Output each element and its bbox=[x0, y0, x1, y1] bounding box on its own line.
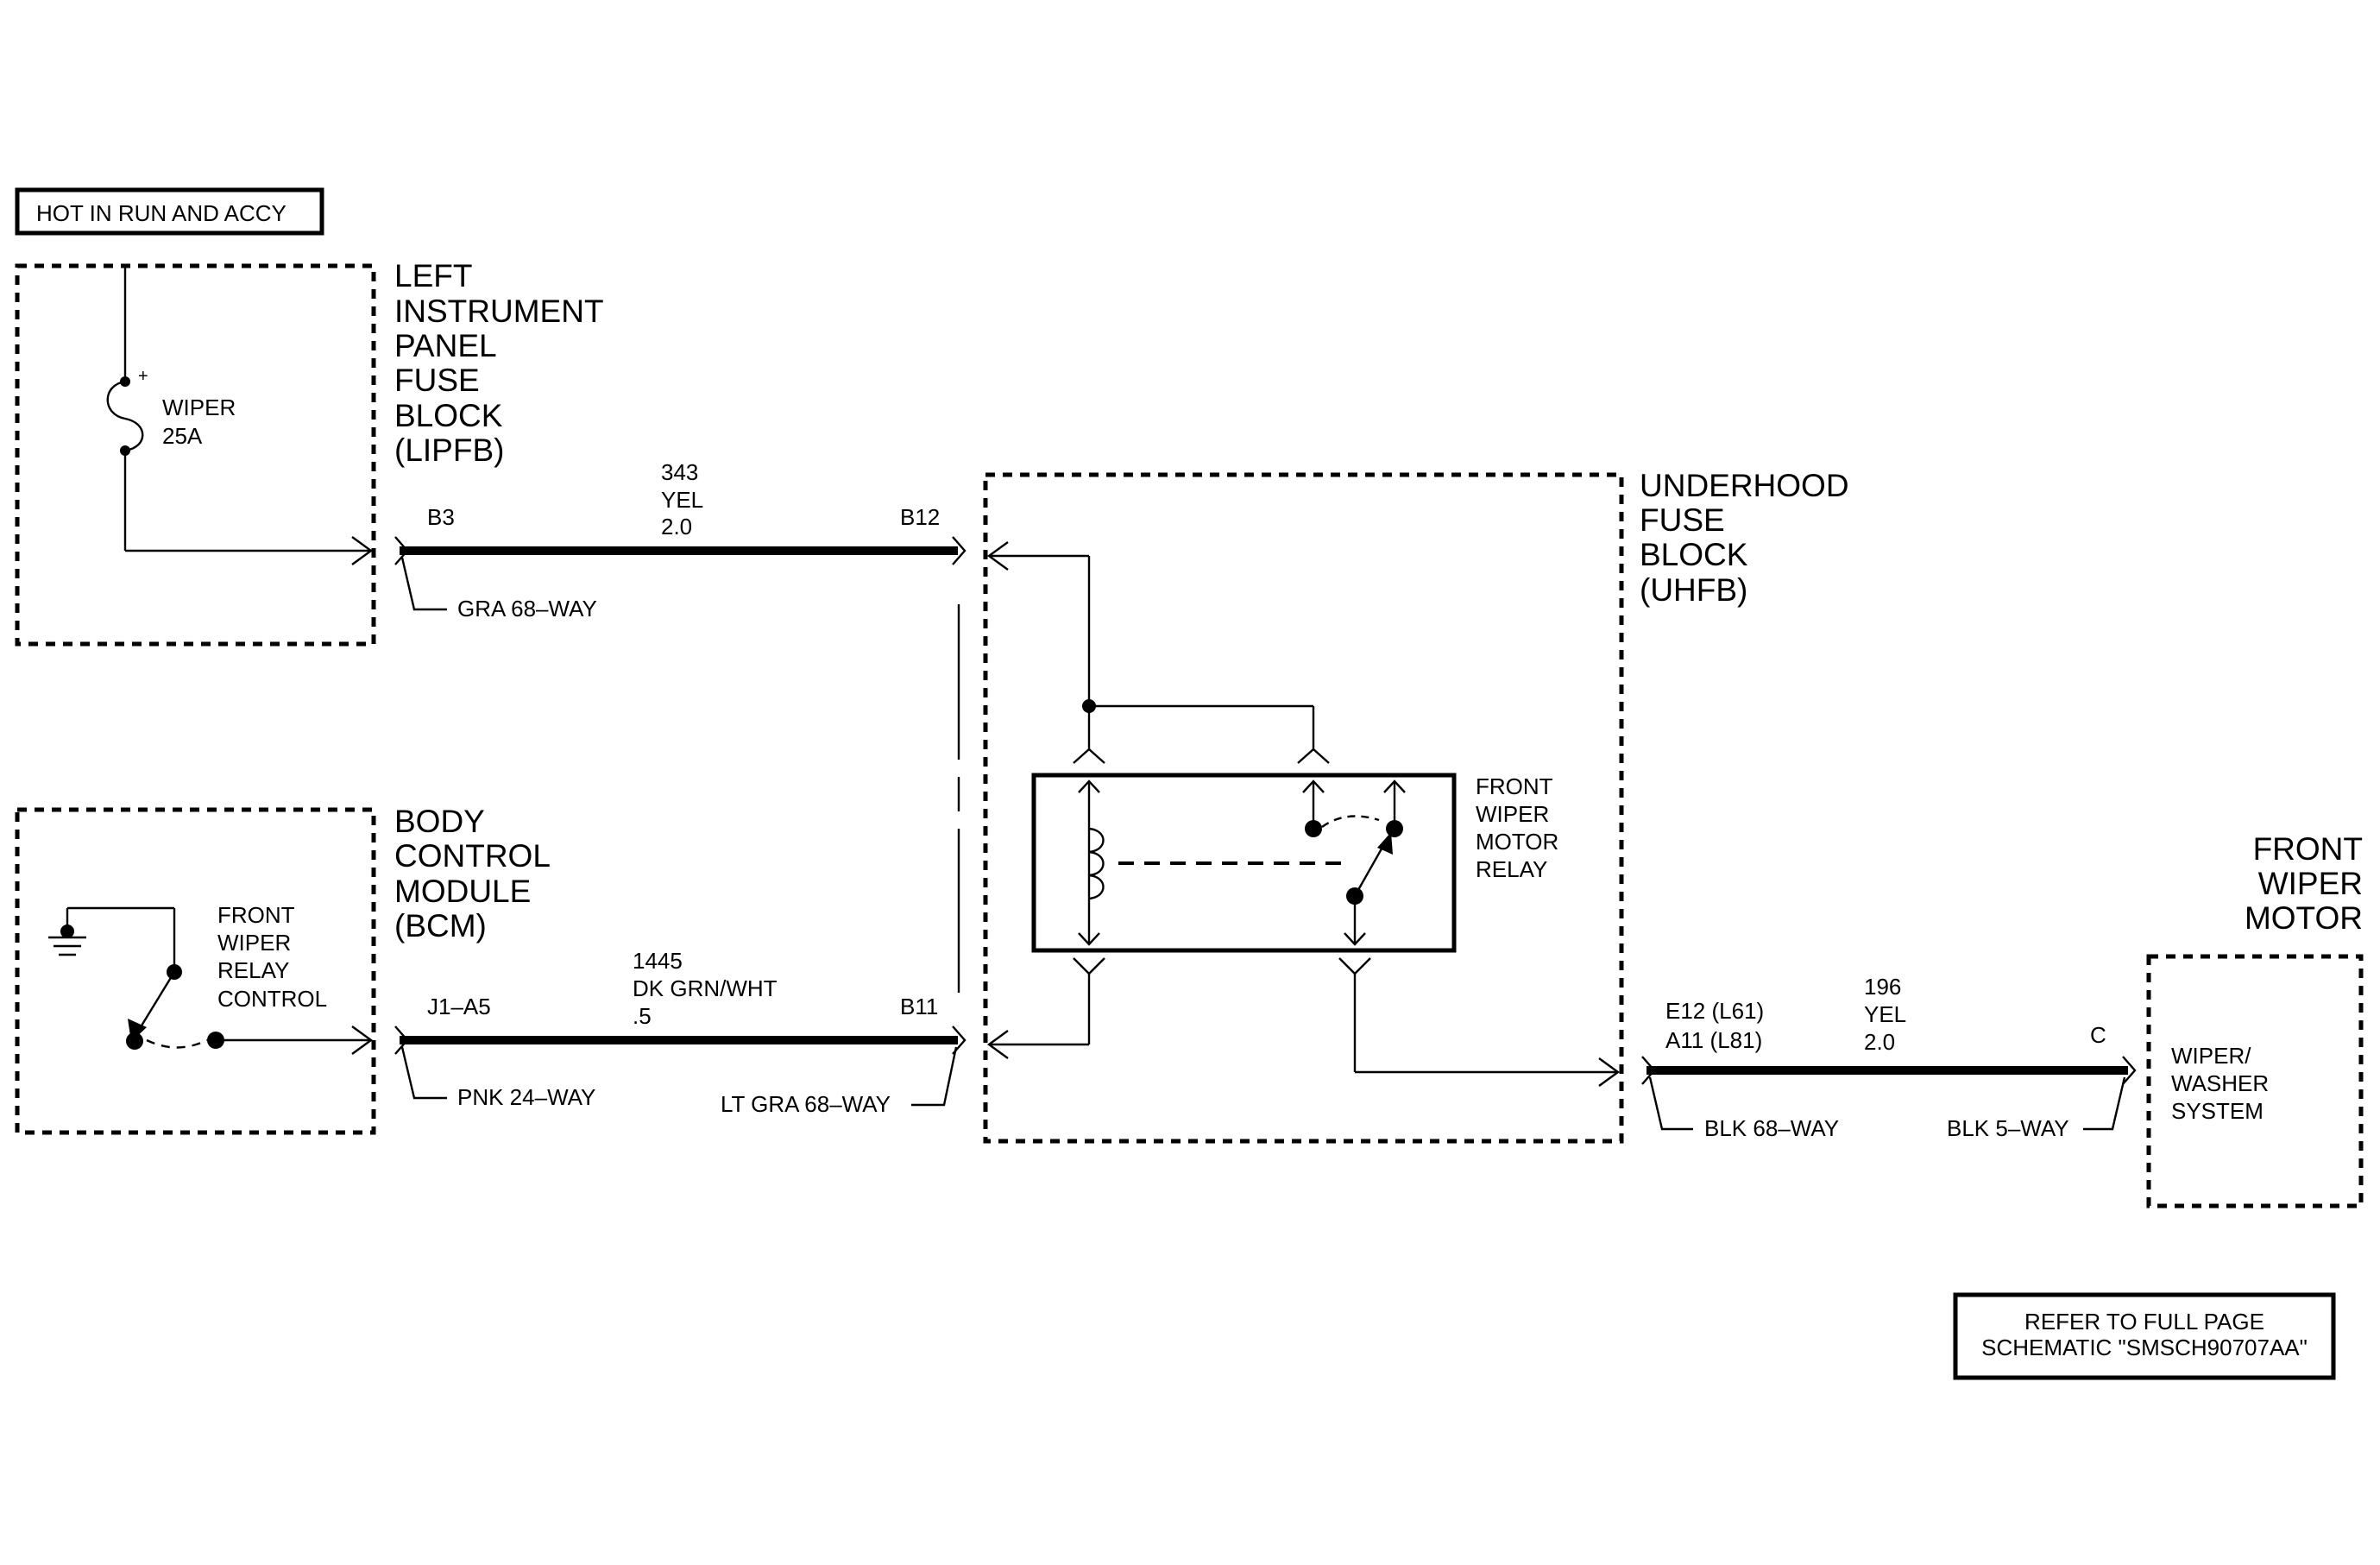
wire-1445-pin-right: B11 bbox=[900, 994, 938, 1019]
motor-name-3: MOTOR bbox=[2245, 900, 2363, 936]
refer-note: REFER TO FULL PAGE SCHEMATIC "SMSCH90707… bbox=[1953, 1292, 2336, 1380]
wire-196-circuit: 196 bbox=[1864, 974, 1901, 1000]
wire-343: B3 B12 343 YEL 2.0 GRA 68–WAY bbox=[394, 459, 966, 622]
lipfb-name-4: FUSE bbox=[394, 363, 480, 398]
relay-label-4: RELAY bbox=[1476, 856, 1547, 882]
wire-196-conn-right: BLK 5–WAY bbox=[1947, 1115, 2069, 1141]
relay-label-2: WIPER bbox=[1476, 801, 1549, 827]
hot-in-run-text: HOT IN RUN AND ACCY bbox=[36, 200, 286, 226]
relay-coil-icon bbox=[1088, 827, 1105, 900]
ground-icon bbox=[48, 936, 86, 956]
lipfb-name-5: BLOCK bbox=[394, 398, 503, 433]
fuse-name: WIPER bbox=[162, 394, 236, 420]
lipfb-name-3: PANEL bbox=[394, 328, 497, 363]
wire-196-pin-left-1: E12 (L61) bbox=[1665, 998, 1764, 1024]
wire-343-circuit: 343 bbox=[661, 459, 698, 485]
motor-system-3: SYSTEM bbox=[2171, 1098, 2264, 1124]
lipfb-block: LEFT INSTRUMENT PANEL FUSE BLOCK (LIPFB)… bbox=[15, 258, 604, 647]
relay-control-switch: FRONT WIPER RELAY CONTROL bbox=[48, 902, 374, 1055]
switch-label-4: CONTROL bbox=[217, 986, 327, 1012]
motor-system-2: WASHER bbox=[2171, 1070, 2269, 1096]
wire-343-color: YEL bbox=[661, 487, 703, 513]
hot-in-run-note: HOT IN RUN AND ACCY bbox=[15, 187, 324, 236]
wire-1445-circuit: 1445 bbox=[633, 948, 683, 974]
bcm-block: BODY CONTROL MODULE (BCM) FRONT WIPER bbox=[15, 804, 551, 1135]
lipfb-name-1: LEFT bbox=[394, 258, 472, 293]
wire-196-conn-left: BLK 68–WAY bbox=[1704, 1115, 1839, 1141]
front-wiper-motor: FRONT WIPER MOTOR WIPER/ WASHER SYSTEM bbox=[2146, 831, 2364, 1208]
switch-label-1: FRONT bbox=[217, 902, 295, 928]
relay-label-1: FRONT bbox=[1476, 773, 1553, 799]
wire-196-gauge: 2.0 bbox=[1864, 1029, 1895, 1055]
lipfb-name-6: (LIPFB) bbox=[394, 432, 504, 468]
wire-343-pin-left: B3 bbox=[427, 504, 455, 530]
wire-343-pin-right: B12 bbox=[900, 504, 940, 530]
motor-name-1: FRONT bbox=[2253, 831, 2363, 867]
lipfb-name-2: INSTRUMENT bbox=[394, 293, 604, 329]
wire-1445-pin-left: J1–A5 bbox=[427, 994, 491, 1019]
wire-196: E12 (L61) A11 (L81) C 196 YEL 2.0 BLK 68… bbox=[1641, 974, 2137, 1141]
bcm-name-2: CONTROL bbox=[394, 838, 551, 874]
wire-1445-color: DK GRN/WHT bbox=[633, 975, 778, 1001]
refer-line-2: SCHEMATIC "SMSCH90707AA" bbox=[1981, 1335, 2308, 1360]
switch-label-3: RELAY bbox=[217, 957, 289, 983]
motor-system-1: WIPER/ bbox=[2171, 1043, 2251, 1069]
bcm-name-4: (BCM) bbox=[394, 908, 487, 943]
refer-line-1: REFER TO FULL PAGE bbox=[2024, 1309, 2264, 1335]
uhfb-name-2: FUSE bbox=[1640, 502, 1725, 538]
switch-label-2: WIPER bbox=[217, 930, 291, 956]
wire-1445-conn-right: LT GRA 68–WAY bbox=[721, 1091, 891, 1117]
uhfb-block: UNDERHOOD FUSE BLOCK (UHFB) bbox=[983, 468, 1849, 1144]
fuse-polarity: + bbox=[138, 367, 148, 386]
wire-196-color: YEL bbox=[1864, 1001, 1906, 1027]
wire-1445-gauge: .5 bbox=[633, 1003, 652, 1029]
uhfb-name-1: UNDERHOOD bbox=[1640, 468, 1849, 503]
wire-343-conn-left: GRA 68–WAY bbox=[457, 596, 597, 622]
relay-label-3: MOTOR bbox=[1476, 829, 1558, 855]
wire-196-pin-right: C bbox=[2090, 1022, 2106, 1048]
wire-343-gauge: 2.0 bbox=[661, 514, 692, 540]
bcm-name-1: BODY bbox=[394, 804, 485, 839]
wire-196-pin-left-2: A11 (L81) bbox=[1665, 1027, 1762, 1053]
front-wiper-motor-relay bbox=[1031, 773, 1457, 953]
wire-1445-conn-left: PNK 24–WAY bbox=[457, 1084, 595, 1110]
wire-1445: J1–A5 B11 1445 DK GRN/WHT .5 PNK 24–WAY … bbox=[394, 948, 966, 1117]
uhfb-name-3: BLOCK bbox=[1640, 537, 1748, 572]
wiper-fuse: + WIPER 25A bbox=[106, 268, 374, 565]
fuse-rating: 25A bbox=[162, 423, 203, 449]
bcm-name-3: MODULE bbox=[394, 874, 531, 909]
motor-name-2: WIPER bbox=[2258, 866, 2363, 901]
uhfb-name-4: (UHFB) bbox=[1640, 572, 1747, 608]
